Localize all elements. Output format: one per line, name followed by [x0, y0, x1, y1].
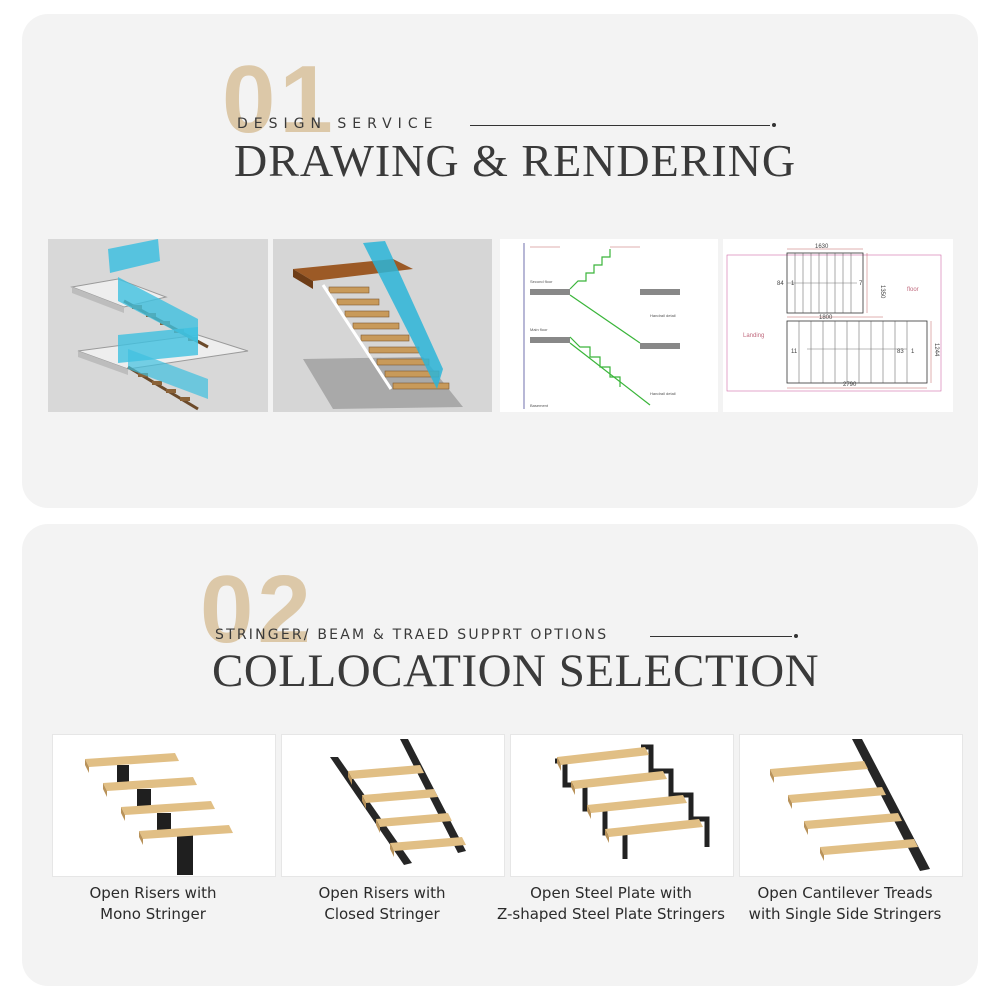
option-caption-closed-stringer: Open Risers with Closed Stringer: [267, 883, 497, 925]
option-image-z-shaped-stringers: [510, 734, 734, 877]
option-caption-line1: Open Risers with: [89, 884, 217, 902]
option-caption-cantilever: Open Cantilever Treads with Single Side …: [730, 883, 960, 925]
step-1a-label: 1: [791, 281, 795, 287]
render-glass-stair-two-flights: [48, 239, 268, 412]
dim-right-b-label: 1244: [933, 343, 939, 357]
render-straight-glass-stair: [273, 239, 492, 412]
section1-rule-dot: [772, 123, 776, 127]
svg-text:Main floor: Main floor: [530, 327, 548, 332]
section2-title: COLLOCATION SELECTION: [212, 645, 820, 697]
step-7-label: 7: [859, 281, 863, 287]
svg-text:Basement: Basement: [530, 403, 549, 408]
section2-rule-dot: [794, 634, 798, 638]
option-image-closed-stringer: [281, 734, 505, 877]
step-11-label: 11: [791, 349, 798, 355]
section1-rule: [470, 125, 770, 126]
section2-subtitle: STRINGER/ BEAM & TRAED SUPPRT OPTIONS: [215, 627, 609, 643]
option-caption-line1: Open Risers with: [318, 884, 446, 902]
dim-right-a-label: 1350: [879, 285, 885, 299]
section-number-01: 01: [222, 46, 337, 153]
option-caption-line2: Mono Stringer: [100, 905, 206, 923]
section2-rule: [650, 636, 792, 637]
landing-label: Landing: [743, 333, 764, 339]
option-caption-line1: Open Steel Plate with: [530, 884, 692, 902]
svg-text:Handrail detail: Handrail detail: [650, 313, 676, 318]
section1-title: DRAWING & RENDERING: [234, 135, 797, 186]
option-caption-line2: Z-shaped Steel Plate Stringers: [496, 905, 726, 923]
option-caption-mono-stringer: Open Risers with Mono Stringer: [38, 883, 268, 925]
option-image-cantilever-treads: [739, 734, 963, 877]
step-1b-label: 1: [911, 349, 915, 355]
step-84-label: 84: [777, 281, 784, 287]
section-number-02: 02: [200, 556, 315, 663]
svg-text:Handrail detail: Handrail detail: [650, 391, 676, 396]
option-caption-line2: Closed Stringer: [324, 905, 440, 923]
dim-bottom-label: 2790: [843, 382, 857, 388]
step-83-label: 83: [897, 349, 904, 355]
dim-top-label: 1630: [815, 244, 829, 250]
option-caption-z-shaped: Open Steel Plate with Z-shaped Steel Pla…: [486, 883, 736, 925]
dim-mid-label: 1800: [819, 315, 833, 321]
option-caption-line1: Open Cantilever Treads: [757, 884, 933, 902]
svg-text:Second floor: Second floor: [530, 279, 553, 284]
floor-label: floor: [907, 287, 919, 293]
plan-drawing: 1630 1800 2790 84 7 1 11 83 1 1350 1244 …: [723, 239, 953, 412]
option-caption-line2: with Single Side Stringers: [748, 905, 942, 923]
option-image-mono-stringer: [52, 734, 276, 877]
section1-subtitle: DESIGN SERVICE: [237, 116, 439, 132]
